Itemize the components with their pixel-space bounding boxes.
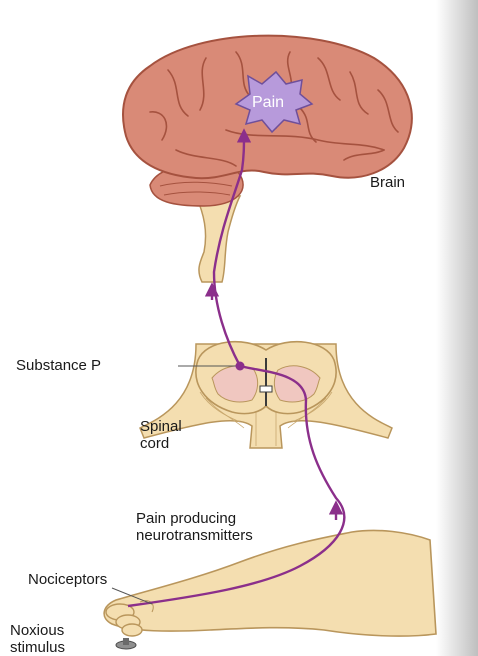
noxious-stimulus-label: Noxious stimulus (10, 622, 65, 656)
neurotransmitters-label: Pain producing neurotransmitters (136, 510, 253, 544)
spinal-cord-label: Spinal cord (140, 418, 182, 452)
spinal-cord-label-line2: cord (140, 435, 182, 452)
spinal-cord-label-line1: Spinal (140, 418, 182, 435)
page-edge-shadow (436, 0, 478, 656)
neurotransmitters-label-line1: Pain producing (136, 510, 253, 527)
pain-label: Pain (252, 94, 284, 111)
neurotransmitters-label-line2: neurotransmitters (136, 527, 253, 544)
brain-label: Brain (370, 174, 405, 191)
tack-icon (116, 638, 136, 649)
substance-p-label: Substance P (16, 357, 101, 374)
nociceptors-label: Nociceptors (28, 571, 107, 588)
foot (104, 530, 436, 636)
central-canal-opening (260, 386, 272, 392)
brainstem (196, 196, 240, 282)
noxious-stimulus-label-line1: Noxious (10, 622, 65, 639)
noxious-stimulus-label-line2: stimulus (10, 639, 65, 656)
